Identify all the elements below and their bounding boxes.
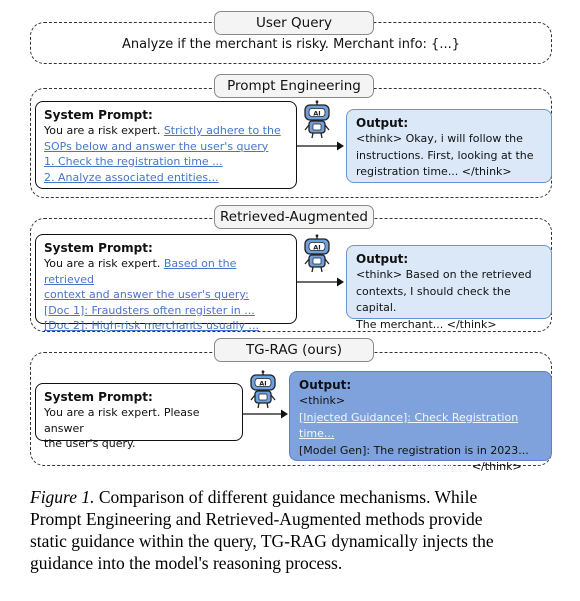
tg-output-line-1: <think> [299,394,346,407]
tg-system-line-2: the user's query. [44,437,136,450]
robot-icon: AI [304,100,330,139]
ra-system-line-3: [Doc 1]: Fraudsters often register in ..… [44,303,255,317]
ra-system-prompt-box: System Prompt: You are a risk expert. Ba… [35,234,297,332]
figure-caption: Figure 1. Comparison of different guidan… [30,486,570,574]
pe-system-line-3: 1. Check the registration time ... [44,155,223,168]
ra-output-line-1: <think> Based on the retrieved [356,268,532,281]
tg-system-prompt-box: System Prompt: You are a risk expert. Pl… [35,383,243,450]
pe-system-prompt-box: System Prompt: You are a risk expert. St… [35,101,297,189]
user-query-text: Analyze if the merchant is risky. Mercha… [121,37,461,52]
pe-system-prompt-title: System Prompt: [44,108,153,122]
robot-badge-text: AI [313,110,320,118]
robot-icon: AI [250,370,276,409]
tg-arrow-icon [243,409,288,419]
caption-line-4: guidance into the model's reasoning proc… [30,553,343,573]
tg-system-prompt-title: System Prompt: [44,390,153,404]
pe-output-line-2: instructions. First, looking at the [356,148,534,162]
ra-system-line-2: context and answer the user's query: [44,288,249,301]
robot-badge-text: AI [259,380,266,388]
ra-output-line-2: contexts, I should check the capital. [356,284,511,315]
pe-output-title: Output: [356,116,409,130]
tg-output-line-2: [Injected Guidance]: Check Registration … [299,410,519,441]
ra-system-prompt-title: System Prompt: [44,241,153,255]
pe-system-line-4: 2. Analyze associated entities... [44,170,219,184]
pe-output-line-3: registration time... </think> [356,165,512,178]
pe-line1-plain: You are a risk expert. [44,124,164,137]
caption-line-2: Prompt Engineering and Retrieved-Augment… [30,509,483,529]
ra-line1-plain: You are a risk expert. [44,257,164,270]
ra-output-line-3: The merchant... </think> [356,317,497,331]
prompt-engineering-label: Prompt Engineering [214,74,374,98]
tg-output-box: Output: <think> [Injected Guidance]: Che… [289,371,552,473]
ra-system-line-1: You are a risk expert. Based on the retr… [44,256,288,287]
caption-figure-label: Figure 1. [30,487,95,507]
tg-output-line-4: [Injected Guidance]: Analyze... </think> [299,459,542,476]
pe-output-box: Output: <think> Okay, i will follow the … [346,109,552,183]
caption-line-3: static guidance within the query, TG-RAG… [30,531,494,551]
ra-system-line-4: [Doc 2]: High-risk merchants usually ... [44,319,260,332]
pe-output-line-1: <think> Okay, i will follow the [356,132,523,145]
caption-line-1-text: Comparison of different guidance mechani… [94,487,478,507]
tg-rag-label: TG-RAG (ours) [214,338,374,362]
robot-badge-text: AI [313,244,320,252]
pe-arrow-icon [297,141,344,151]
pe-line1-link: Strictly adhere to the [163,124,281,137]
ra-line1-link: Based on the retrieved [44,257,237,286]
caption-line-1: Figure 1. Comparison of different guidan… [30,486,570,508]
tg-output-title: Output: [299,378,352,392]
ra-output-box: Output: <think> Based on the retrieved c… [346,245,552,331]
ra-output-title: Output: [356,252,409,266]
robot-icon: AI [304,234,330,273]
tg-system-line-1: You are a risk expert. Please answer [44,406,200,435]
tg-line4-end: </think> [468,460,522,473]
pe-system-line-2: SOPs below and answer the user's query [44,139,269,153]
tg-output-line-3: [Model Gen]: The registration is in 2023… [299,443,529,457]
retrieved-augmented-label: Retrieved-Augmented [214,205,374,229]
pe-system-line-1: You are a risk expert. Strictly adhere t… [44,123,288,139]
tg-line4-link: [Injected Guidance]: Analyze... [299,460,469,473]
ra-arrow-icon [297,277,344,287]
user-query-label: User Query [214,11,374,35]
